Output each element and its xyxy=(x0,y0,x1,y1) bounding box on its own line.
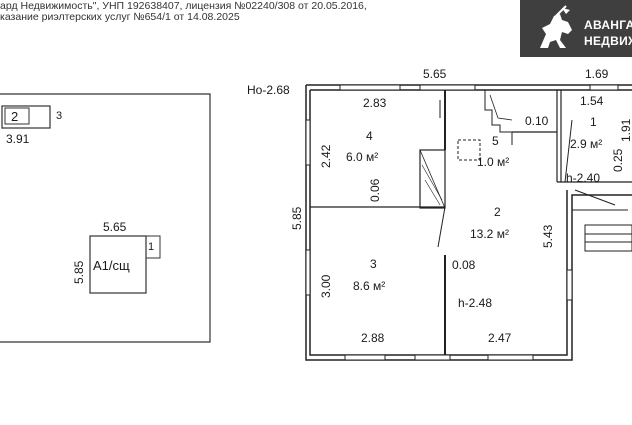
site-plan: 2 3 3.91 5.65 5.85 А1/сщ 1 xyxy=(0,93,211,343)
room2-wall: 0.08 xyxy=(452,258,476,272)
room-5-number: 5 xyxy=(492,134,499,148)
room-1-area: 2.9 м² xyxy=(570,137,602,151)
main-building-label: А1/сщ xyxy=(93,258,130,273)
small-building-dim: 3.91 xyxy=(6,132,30,146)
main-building-sub: 1 xyxy=(148,241,154,253)
knight-on-horse-icon xyxy=(540,5,572,48)
bottom-right-dim: 2.47 xyxy=(488,331,512,345)
stove xyxy=(419,149,446,209)
logo-name-line-1: АВАНГА xyxy=(584,18,632,32)
room-2-area: 13.2 м² xyxy=(470,227,509,241)
small-building-sub: 3 xyxy=(56,110,62,122)
room-5-area: 1.0 м² xyxy=(477,155,509,169)
bottom-left-dim: 2.88 xyxy=(361,331,385,345)
room4-height: 2.42 xyxy=(319,144,333,168)
room2-ceiling: h-2.48 xyxy=(458,296,492,310)
dim-top-right: 1.69 xyxy=(585,67,609,81)
room-3-area: 8.6 м² xyxy=(353,279,385,293)
main-building-depth: 5.85 xyxy=(72,260,86,284)
dim-top-left: 5.65 xyxy=(423,67,447,81)
room-4-number: 4 xyxy=(366,129,373,143)
room-3-number: 3 xyxy=(370,257,377,271)
main-building-width: 5.65 xyxy=(103,220,127,234)
building-floor-plan: Нo-2.68 5.65 1.69 5.85 4 6.0 м² 5 1.0 м²… xyxy=(247,67,632,361)
room3-height: 3.00 xyxy=(319,274,333,298)
room5-width: 0.10 xyxy=(525,114,549,128)
small-building xyxy=(1,105,51,129)
main-building xyxy=(89,235,147,294)
base-height: Нo-2.68 xyxy=(247,83,290,97)
room1-width: 1.54 xyxy=(580,94,604,108)
company-logo: АВАНГА НЕДВИЖ xyxy=(520,0,632,57)
room4-wall: 0.06 xyxy=(368,178,382,202)
small-building-number: 2 xyxy=(11,109,18,124)
room-4-area: 6.0 м² xyxy=(346,150,378,164)
room1-height: 1.91 xyxy=(619,118,632,142)
room-2-number: 2 xyxy=(494,205,501,219)
dim-left: 5.85 xyxy=(290,206,304,230)
room1-wall: 0.25 xyxy=(611,148,625,172)
header-line-1: ард Недвижимость", УНП 192638407, лиценз… xyxy=(0,0,367,12)
room-1-number: 1 xyxy=(590,115,597,129)
room4-width: 2.83 xyxy=(363,96,387,110)
header-line-2: казание риэлтерских услуг №654/1 от 14.0… xyxy=(0,11,240,23)
logo-name-line-2: НЕДВИЖ xyxy=(584,34,632,48)
room1-ceiling: h-2.40 xyxy=(566,171,600,185)
room2-height: 5.43 xyxy=(541,224,555,248)
